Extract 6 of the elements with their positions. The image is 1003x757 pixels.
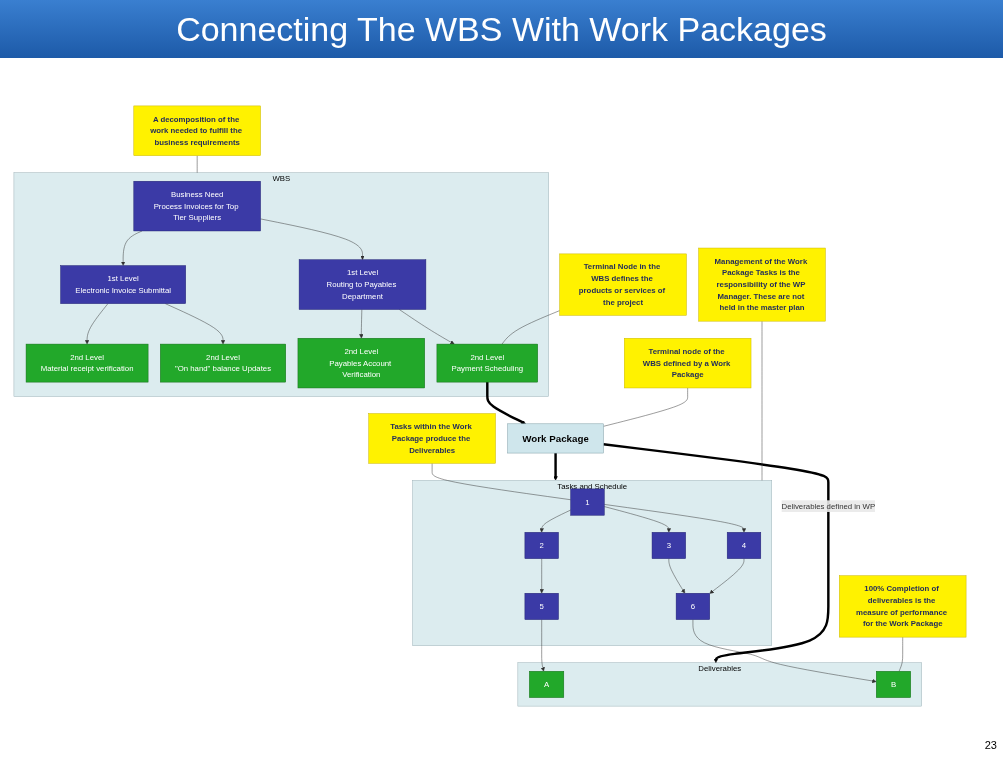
arrow (553, 453, 558, 482)
page-number: 23 (984, 739, 997, 751)
arrow (486, 382, 526, 425)
node-box: Work Package (507, 424, 604, 454)
slide-title: Connecting The WBS With Work Packages (0, 0, 1003, 58)
connector (761, 321, 763, 482)
